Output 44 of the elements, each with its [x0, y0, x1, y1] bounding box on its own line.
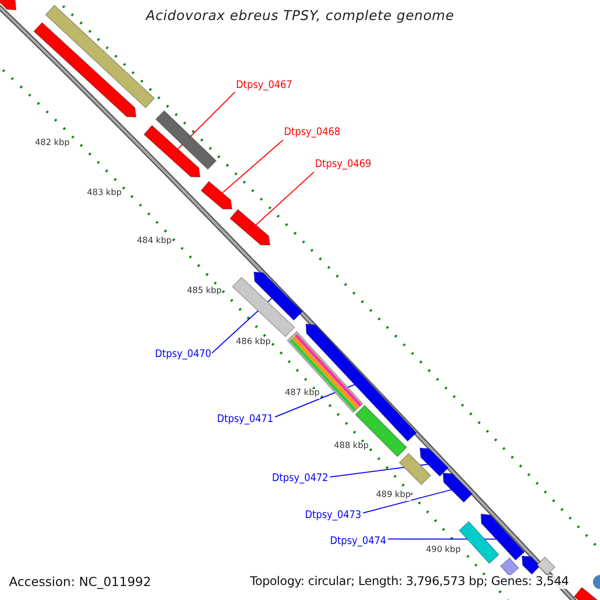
gene-segment	[229, 208, 271, 246]
gene-segment	[0, 0, 17, 11]
gene-label: Dtpsy_0468	[284, 126, 340, 138]
gene-label: Dtpsy_0467	[236, 79, 292, 92]
tick-label: 489 kbp	[376, 491, 411, 501]
accession-text: Accession: NC_011992	[9, 575, 152, 590]
gene-segment	[442, 472, 473, 503]
leader-line	[255, 172, 314, 226]
diagram-title: Acidovorax ebreus TPSY, complete genome	[144, 9, 456, 25]
leader-line	[222, 140, 284, 194]
gene-segment	[232, 276, 296, 338]
gene-segment	[398, 452, 432, 486]
gene-segment	[574, 586, 600, 600]
gene-segment	[458, 520, 500, 564]
tick-label: 485 kbp	[187, 287, 222, 297]
gene-label: Dtpsy_0469	[315, 158, 372, 170]
gene-label: Dtpsy_0471	[217, 413, 274, 426]
gene-segment	[354, 404, 408, 458]
gene-segment	[419, 447, 449, 477]
gene-segment	[33, 22, 137, 118]
gene-segment	[200, 180, 233, 210]
leader-line	[178, 92, 236, 150]
gene-segment	[155, 110, 217, 170]
tick-label: 483 kbp	[87, 189, 122, 199]
tick-label: 490 kbp	[426, 546, 461, 556]
gene-segment	[521, 555, 541, 575]
tick-label: 482 kbp	[35, 139, 70, 149]
gene-segment	[253, 271, 303, 321]
gene-label: Dtpsy_0470	[155, 348, 212, 360]
gene-segment	[500, 557, 520, 577]
gene-label: Dtpsy_0474	[330, 535, 386, 548]
gene-segment	[480, 513, 526, 561]
leader-line	[362, 489, 452, 514]
genome-info-text: Topology: circular; Length: 3,796,573 bp; Genes: 3,544	[250, 575, 569, 589]
tick-label: 487 kbp	[285, 389, 320, 399]
gene-marker	[593, 575, 600, 589]
gene-segment	[143, 124, 201, 178]
tick-label: 486 kbp	[236, 338, 271, 348]
tick-label: 488 kbp	[334, 442, 369, 452]
gene-label: Dtpsy_0473	[305, 509, 362, 522]
gene-label: Dtpsy_0472	[272, 472, 328, 484]
gene-segment	[305, 323, 418, 442]
gene-segment	[536, 556, 556, 576]
tick-label: 484 kbp	[137, 237, 172, 247]
